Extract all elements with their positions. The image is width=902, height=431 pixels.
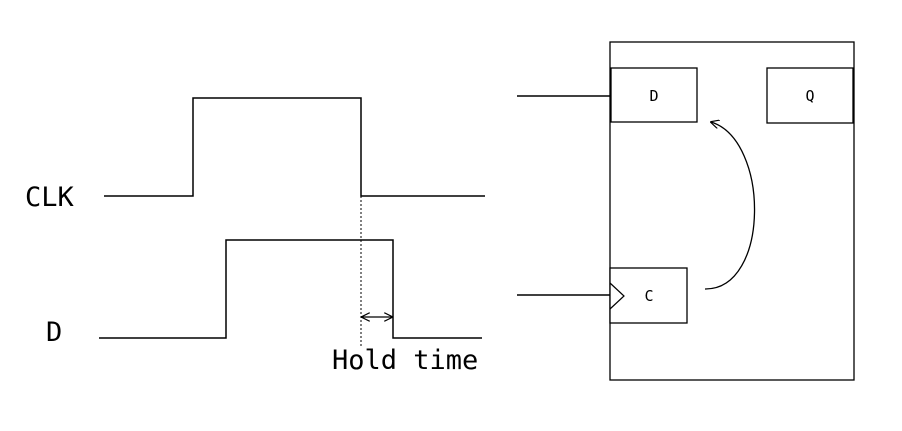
clock-to-data-curved-arrow [704,122,756,290]
d-signal-label: D [46,317,62,348]
hold-time-label: Hold time [332,345,478,376]
q-output-block [766,67,854,124]
c-input-label: C [644,287,653,305]
d-input-block [610,67,698,123]
q-output-label: Q [805,87,814,105]
clk-waveform [104,97,485,197]
c-input-block [609,267,688,324]
d-waveform [99,239,482,339]
clock-edge-triangle-icon [609,282,625,310]
clk-signal-label: CLK [25,182,75,213]
d-input-label: D [649,87,658,105]
